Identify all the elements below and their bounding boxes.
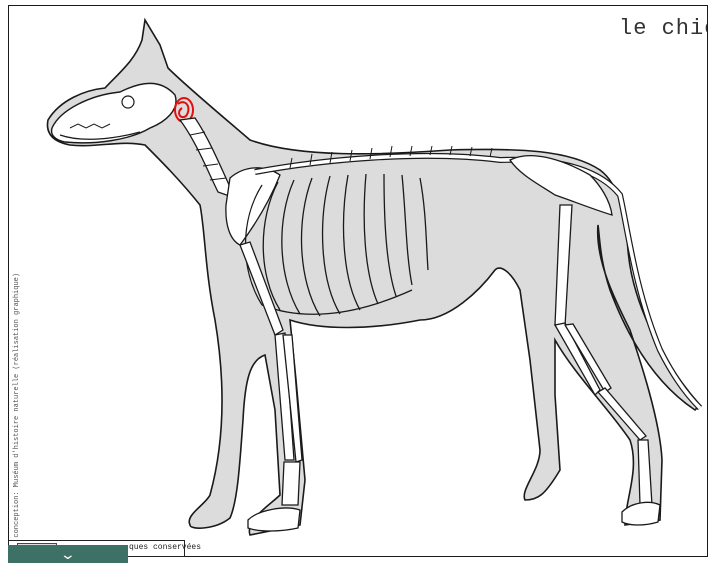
legend-text: ques conservées	[129, 543, 201, 552]
collapse-toggle-button[interactable]: ⌄	[8, 545, 128, 563]
chevron-down-icon: ⌄	[60, 545, 76, 563]
